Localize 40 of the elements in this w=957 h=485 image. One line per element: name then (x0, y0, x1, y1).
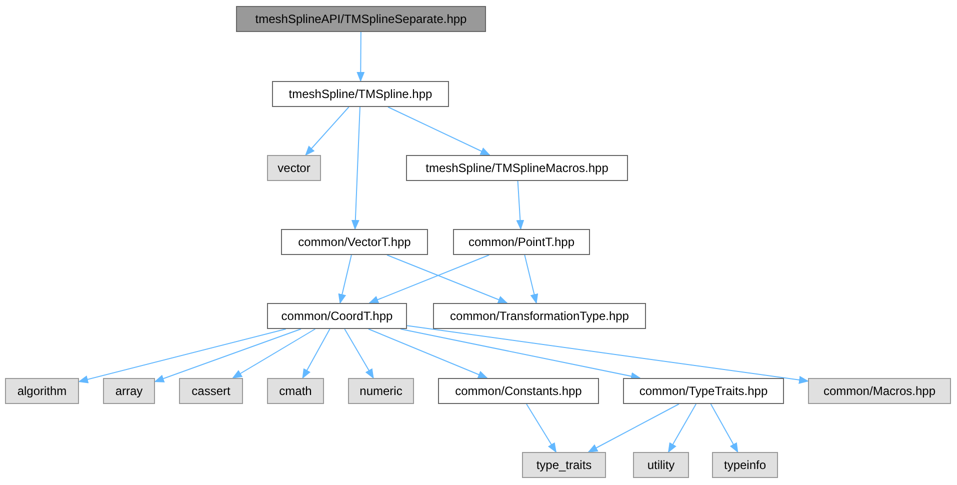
arrow (338, 254, 352, 304)
arrow (305, 106, 350, 156)
arrow (524, 254, 538, 304)
file-box: numeric (348, 378, 414, 404)
arrow (302, 328, 330, 379)
file-box: utility (633, 452, 689, 478)
file-box: cassert (179, 378, 243, 404)
file-box: type_traits (522, 452, 606, 478)
file-box: common/PointT.hpp (453, 229, 590, 255)
arrow (368, 254, 490, 304)
file-box: common/VectorT.hpp (281, 229, 428, 255)
arrow (710, 404, 738, 453)
arrow (526, 404, 557, 453)
arrow (232, 328, 316, 378)
arrow (406, 325, 809, 384)
file-box: typeinfo (712, 452, 778, 478)
arrow (516, 180, 524, 230)
file-box: vector (267, 155, 321, 181)
file-box: array (103, 378, 155, 404)
file-box: common/TransformationType.hpp (433, 303, 646, 329)
arrow (368, 328, 488, 378)
arrow (668, 404, 697, 453)
file-box: tmeshSpline/TMSpline.hpp (272, 81, 449, 107)
arrow (588, 404, 680, 452)
arrow (388, 106, 490, 156)
arrow (386, 254, 508, 304)
file-box: cmath (267, 378, 324, 404)
arrow (356, 32, 365, 82)
arrow (400, 328, 641, 380)
arrow (344, 328, 374, 379)
arrow (78, 328, 286, 384)
arrow (351, 106, 360, 230)
file-box: tmeshSpline/TMSplineMacros.hpp (406, 155, 628, 181)
file-box: common/Constants.hpp (438, 378, 599, 404)
file-box: common/TypeTraits.hpp (623, 378, 784, 404)
file-box: algorithm (5, 378, 79, 404)
file-box: tmeshSplineAPI/TMSplineSeparate.hpp (236, 6, 486, 32)
arrow (154, 328, 302, 382)
file-box: common/Macros.hpp (808, 378, 951, 404)
file-box: common/CoordT.hpp (267, 303, 407, 329)
